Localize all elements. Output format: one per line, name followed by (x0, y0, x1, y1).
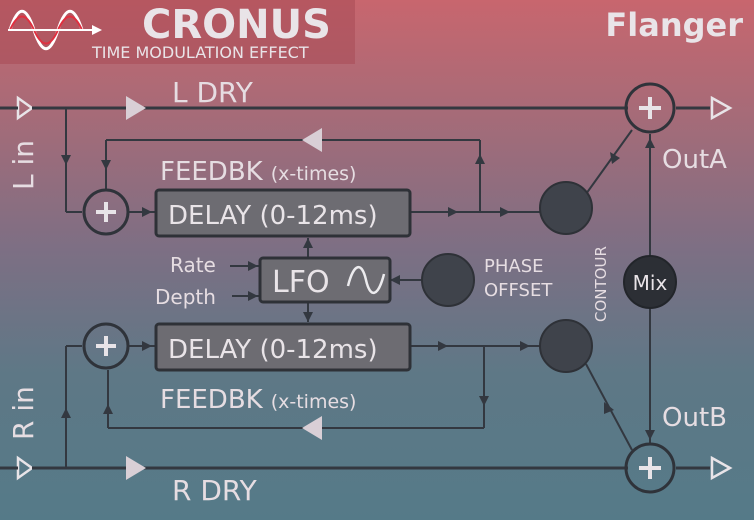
phase-offset-label-line2: OFFSET (484, 280, 553, 301)
sine-wave-logo-icon (8, 9, 102, 51)
mix-label: Mix (633, 271, 668, 295)
left-dry-label: L DRY (172, 76, 254, 109)
right-dry-flow-arrow (126, 456, 146, 480)
left-delay-block: DELAY (0-12ms) (154, 188, 412, 238)
brand-header: CRONUS TIME MODULATION EFFECT (0, 0, 355, 64)
phase-offset-label-line1: PHASE (484, 256, 544, 277)
left-feedback-flow-arrow (302, 128, 322, 152)
left-contour-knob[interactable] (539, 181, 593, 235)
right-feedback-label: FEEDBK(x-times) (160, 385, 356, 415)
right-feedback-flow-arrow (302, 416, 322, 440)
left-dry-flow-arrow (126, 96, 146, 120)
mix-knob[interactable]: Mix (623, 255, 677, 309)
left-delay-label: DELAY (0-12ms) (168, 201, 378, 231)
contour-label: CONTOUR (592, 246, 610, 322)
right-contour-knob[interactable] (539, 319, 593, 373)
depth-label: Depth (155, 285, 216, 309)
left-input-label: L in (7, 140, 40, 190)
right-input-sum-node (82, 322, 130, 370)
brand-subtitle: TIME MODULATION EFFECT (91, 43, 309, 62)
out-a-sum-node (624, 82, 676, 134)
brand-title: CRONUS (142, 2, 331, 48)
brand-panel (0, 0, 355, 64)
out-b-label: OutB (662, 403, 727, 433)
right-input-arrow (16, 455, 35, 481)
lfo-label: LFO (272, 265, 330, 300)
right-dry-label: R DRY (172, 474, 258, 507)
left-input-sum-node (82, 188, 130, 236)
out-b-arrow (710, 455, 733, 481)
right-delay-block: DELAY (0-12ms) (154, 322, 412, 372)
wire-arrowheads (61, 96, 655, 480)
left-input-arrow (16, 95, 35, 121)
sine-wave-icon (346, 266, 386, 294)
rate-label: Rate (170, 253, 216, 277)
lfo-block: LFO (258, 256, 392, 304)
effect-name: Flanger (605, 6, 743, 44)
out-b-sum-node (624, 442, 676, 494)
out-a-arrow (710, 95, 733, 121)
left-feedback-label: FEEDBK(x-times) (160, 157, 356, 187)
right-delay-label: DELAY (0-12ms) (168, 335, 378, 365)
phase-offset-knob[interactable] (421, 253, 475, 307)
out-a-label: OutA (662, 145, 727, 175)
right-input-label: R in (7, 386, 40, 440)
